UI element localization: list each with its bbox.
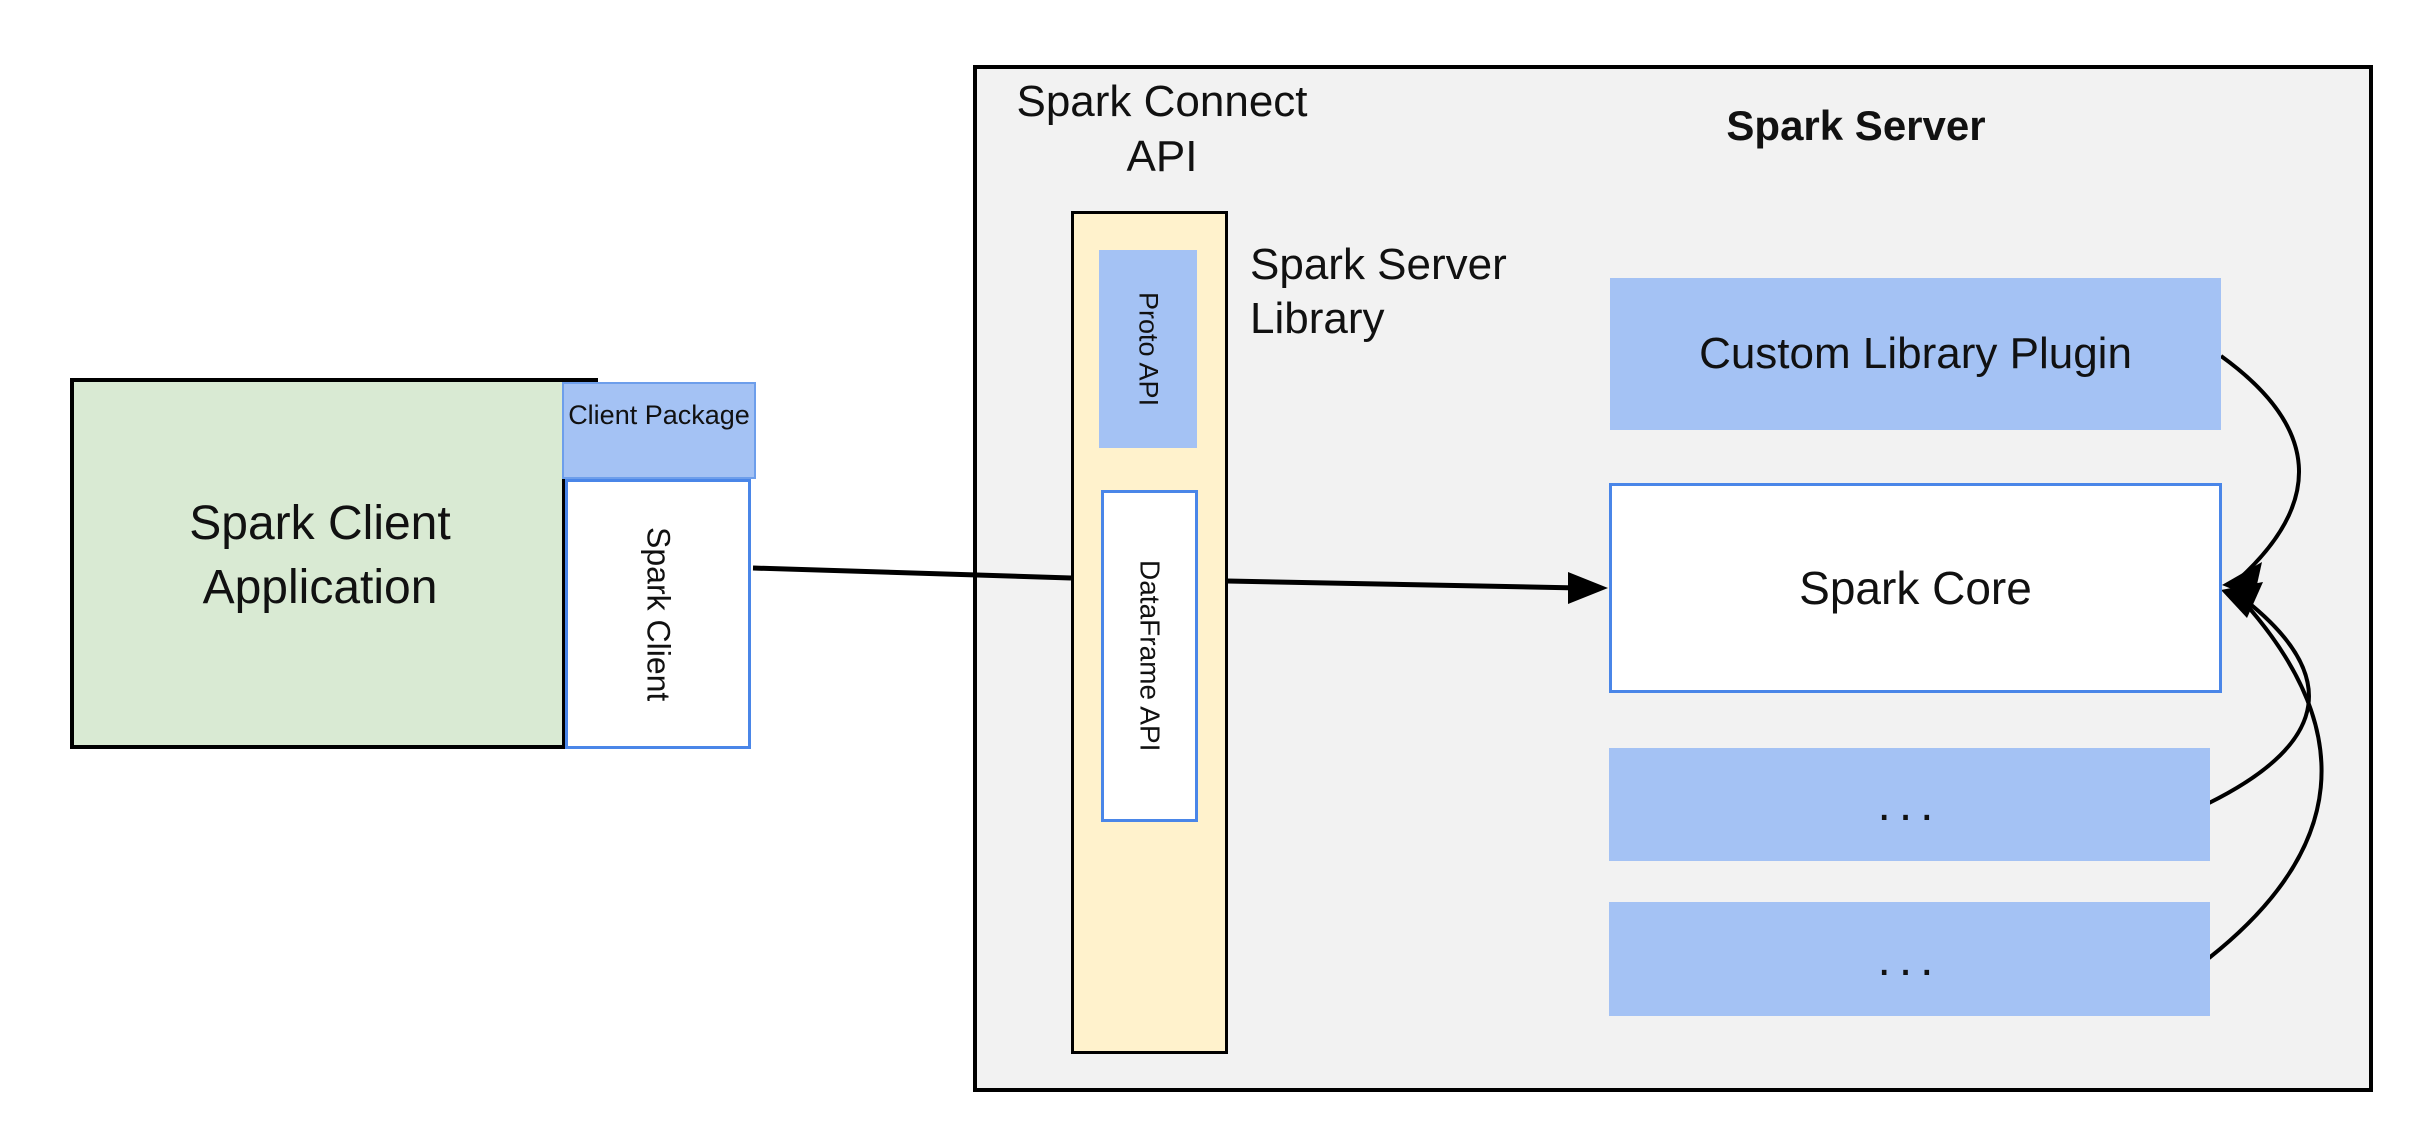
server-extension-box-1-label: ... bbox=[1877, 778, 1942, 831]
spark-client-label: Spark Client bbox=[640, 526, 677, 702]
spark-server-library-label: Spark Server Library bbox=[1250, 240, 1507, 343]
server-extension-box-2: ... bbox=[1609, 902, 2210, 1016]
proto-api-label: Proto API bbox=[1133, 291, 1164, 407]
client-package-box bbox=[562, 382, 756, 479]
dataframe-api-box bbox=[1101, 490, 1198, 822]
spark-client-box bbox=[565, 479, 751, 749]
server-extension-box-2-label: ... bbox=[1877, 932, 1942, 986]
spark-core-box: Spark Core bbox=[1609, 483, 2222, 693]
server-extension-box-1: ... bbox=[1609, 748, 2210, 861]
spark-core-label: Spark Core bbox=[1799, 562, 2032, 614]
spark-connect-api-title: Spark Connect API bbox=[1016, 77, 1308, 181]
custom-library-plugin-box: Custom Library Plugin bbox=[1610, 278, 2221, 430]
spark-client-application-box bbox=[70, 378, 566, 749]
custom-library-plugin-label: Custom Library Plugin bbox=[1699, 329, 2132, 378]
spark-server-title: Spark Server bbox=[1726, 102, 1986, 149]
spark-client-application-label: Spark Client Application bbox=[189, 497, 451, 614]
proto-api-box bbox=[1099, 250, 1197, 448]
dataframe-api-label: DataFrame API bbox=[1134, 560, 1166, 752]
client-package-label: Client Package bbox=[568, 400, 750, 430]
